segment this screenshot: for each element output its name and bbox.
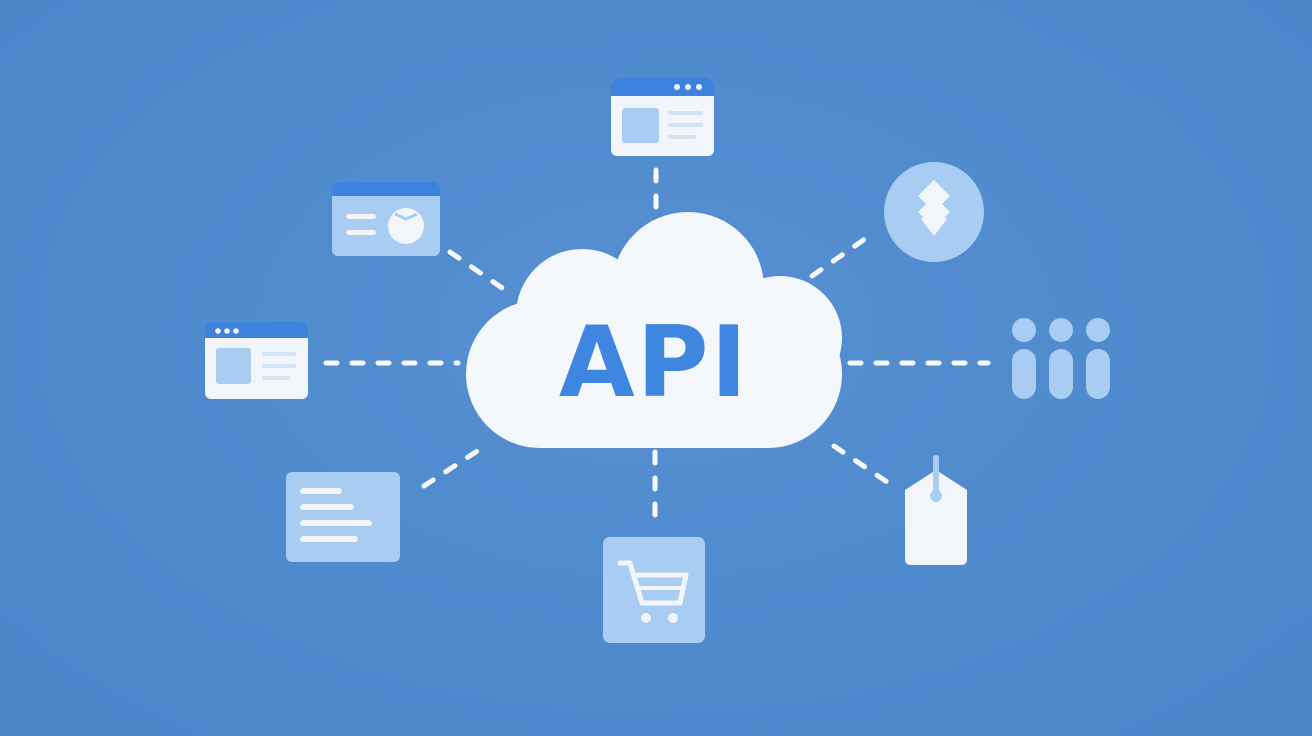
connector-logo xyxy=(809,231,875,279)
tag-icon xyxy=(905,455,967,565)
users-icon xyxy=(1012,318,1110,399)
document-lines-icon xyxy=(286,472,400,562)
connector-tag xyxy=(831,443,899,491)
logo-circle-icon xyxy=(884,162,984,262)
browser-window-top-icon xyxy=(611,78,714,156)
shopping-cart-icon xyxy=(603,537,705,643)
connector-document xyxy=(421,441,491,489)
cloud-shape xyxy=(466,212,842,448)
browser-window-left-icon xyxy=(205,322,308,399)
connector-profile-card xyxy=(447,249,511,295)
id-card-icon xyxy=(332,182,440,256)
api-label: API xyxy=(559,306,749,420)
